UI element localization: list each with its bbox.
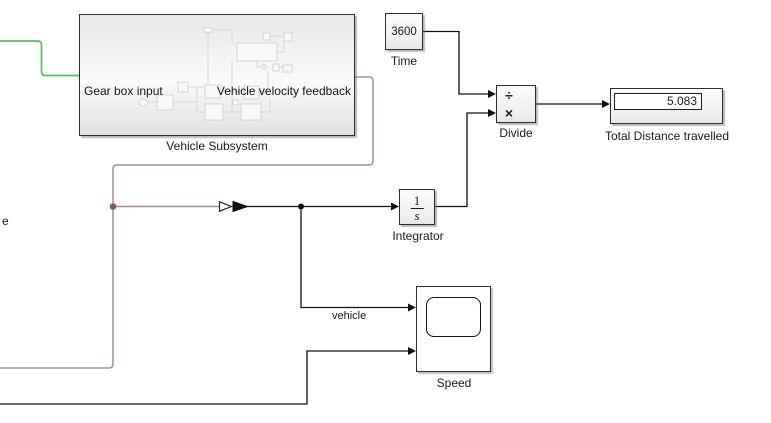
- scope-input2-arrowhead: [408, 347, 416, 355]
- filled-arrow-marker: [232, 200, 249, 213]
- subsystem-caption: Vehicle Subsystem: [166, 139, 268, 153]
- integrator-input-arrowhead: [391, 202, 399, 211]
- divide-caption: Divide: [499, 126, 533, 140]
- divide-block[interactable]: ÷ ×: [496, 85, 536, 123]
- scope-caption: Speed: [436, 376, 472, 390]
- display-value: 5.083: [614, 93, 702, 110]
- scope-input1-arrowhead: [408, 303, 416, 312]
- display-caption: Total Distance travelled: [604, 129, 730, 143]
- speed-scope-block[interactable]: [416, 286, 491, 372]
- wire-integrator-to-divide[interactable]: [435, 112, 488, 208]
- wire-gearbox-input[interactable]: [0, 40, 79, 77]
- wire-to-scope-2[interactable]: [0, 350, 408, 405]
- integrator-denominator: s: [414, 208, 420, 223]
- subsystem-inport-label: Gear box input: [84, 84, 163, 98]
- subsystem-outport-label: Vehicle velocity feedback: [216, 84, 351, 98]
- display-block[interactable]: 5.083: [610, 88, 723, 124]
- subsystem-preview-icon: [138, 27, 293, 121]
- integrator-numerator: 1: [410, 194, 424, 209]
- clipped-left-label: e: [2, 214, 9, 228]
- wire-velocity-feedback[interactable]: [0, 76, 374, 369]
- multiply-op-icon: ×: [504, 105, 514, 121]
- time-constant-block[interactable]: 3600: [385, 13, 423, 50]
- integrator-block[interactable]: 1 s: [399, 189, 435, 225]
- wire-time-to-divide[interactable]: [423, 30, 488, 95]
- scope-screen-icon: [426, 297, 481, 337]
- time-caption: Time: [390, 54, 418, 68]
- junction-dot-maroon: [109, 203, 117, 210]
- integrator-1-over-s-icon: 1 s: [410, 194, 424, 223]
- wire-to-scope-1[interactable]: [300, 206, 408, 309]
- integrator-caption: Integrator: [392, 229, 444, 243]
- display-input-arrowhead: [602, 100, 610, 108]
- divide-input2-arrowhead: [488, 109, 496, 117]
- divide-input1-arrowhead: [488, 90, 496, 98]
- vehicle-signal-label: vehicle: [332, 310, 367, 322]
- vehicle-subsystem-block[interactable]: Gear box input Vehicle velocity feedback: [79, 14, 355, 136]
- open-arrow-marker: [218, 200, 234, 213]
- time-constant-value: 3600: [391, 25, 417, 38]
- divide-op-icon: ÷: [505, 87, 513, 103]
